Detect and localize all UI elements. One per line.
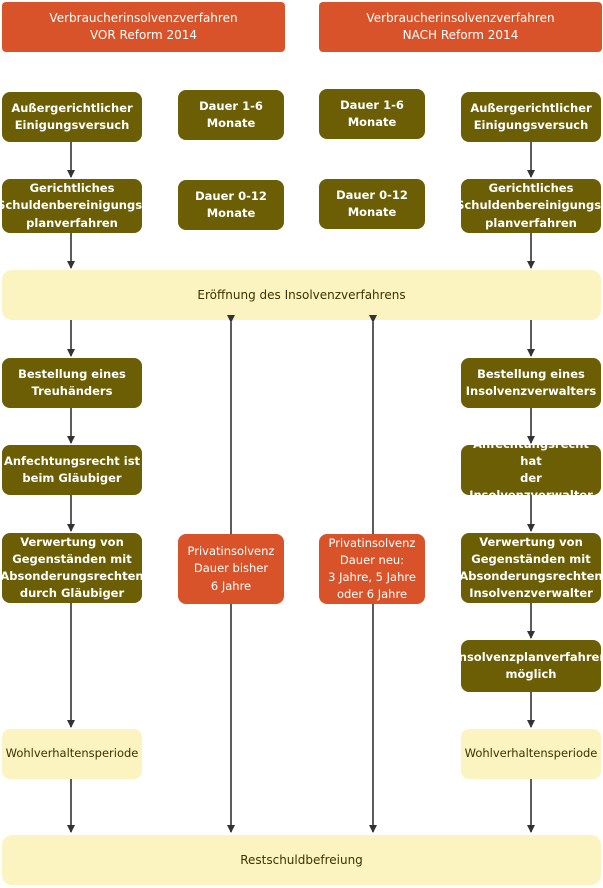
privatinsolvenz-after: Privatinsolvenz Dauer neu: 3 Jahre, 5 Ja…	[319, 534, 425, 604]
left-court-debt-settlement: Gerichtliches Schuldenbereinigungs- plan…	[0, 179, 147, 233]
duration-before-1: Dauer 1-6 Monate	[178, 90, 284, 140]
left-good-conduct-period: Wohlverhaltensperiode	[2, 729, 142, 779]
duration-after-1: Dauer 1-6 Monate	[319, 89, 425, 139]
right-court-debt-settlement: Gerichtliches Schuldenbereinigungs- plan…	[456, 179, 603, 233]
right-contestation-right: Anfechtungsrecht hat der Insolvenzverwal…	[461, 437, 601, 502]
opening-of-insolvency-band: Eröffnung des Insolvenzverfahrens	[2, 270, 601, 320]
privatinsolvenz-before: Privatinsolvenz Dauer bisher 6 Jahre	[178, 534, 284, 604]
right-good-conduct-period: Wohlverhaltensperiode	[461, 729, 601, 779]
header-after-reform: Verbraucherinsolvenzverfahren NACH Refor…	[319, 2, 602, 52]
duration-before-2: Dauer 0-12 Monate	[178, 180, 284, 230]
header-before-reform: Verbraucherinsolvenzverfahren VOR Reform…	[2, 2, 285, 52]
right-out-of-court-settlement: Außergerichtlicher Einigungsversuch	[461, 92, 601, 142]
left-realization-of-assets: Verwertung von Gegenständen mit Absonder…	[0, 533, 144, 603]
left-contestation-right: Anfechtungsrecht ist beim Gläubiger	[2, 445, 142, 495]
right-insolvency-plan-possible: Insolvenzplanverfahren möglich	[454, 640, 603, 692]
right-appoint-administrator: Bestellung eines Insolvenzverwalters	[461, 358, 601, 408]
residual-debt-discharge-band: Restschuldbefreiung	[2, 835, 601, 885]
left-out-of-court-settlement: Außergerichtlicher Einigungsversuch	[2, 92, 142, 142]
duration-after-2: Dauer 0-12 Monate	[319, 179, 425, 229]
left-appoint-trustee: Bestellung eines Treuhänders	[2, 358, 142, 408]
right-realization-of-assets: Verwertung von Gegenständen mit Absonder…	[459, 533, 603, 603]
